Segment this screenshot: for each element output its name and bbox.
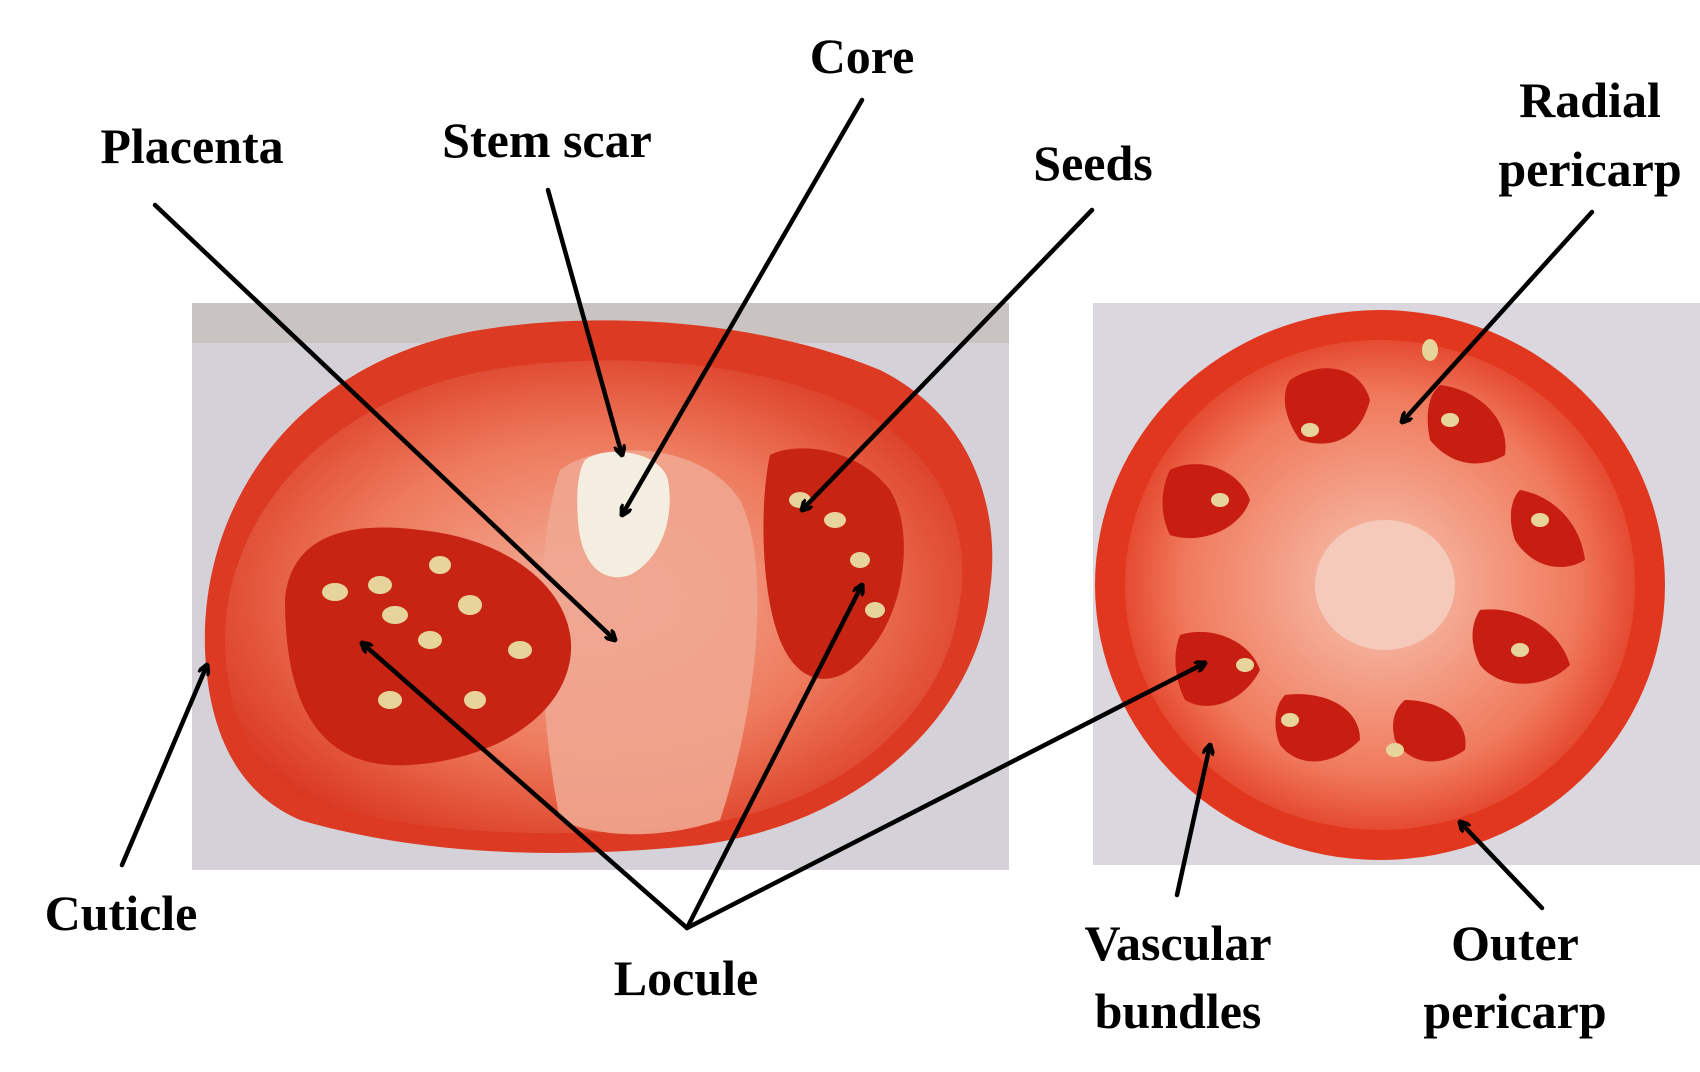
label-outer-pericarp-line2: pericarp (1423, 983, 1606, 1039)
longitudinal-section-photo (192, 303, 1009, 870)
label-core: Core (810, 28, 915, 84)
label-vascular-bundles-line2: bundles (1095, 983, 1262, 1039)
label-cuticle: Cuticle (45, 885, 198, 941)
label-placenta: Placenta (100, 118, 283, 174)
label-radial-pericarp-line2: pericarp (1498, 141, 1681, 197)
cross-section-photo (1093, 303, 1700, 865)
label-stem-scar: Stem scar (442, 112, 652, 168)
label-radial-pericarp-line1: Radial (1519, 72, 1661, 128)
label-seeds: Seeds (1033, 135, 1152, 191)
label-outer-pericarp-line1: Outer (1451, 915, 1579, 971)
label-vascular-bundles-line1: Vascular (1084, 915, 1271, 971)
label-locule: Locule (614, 950, 758, 1006)
